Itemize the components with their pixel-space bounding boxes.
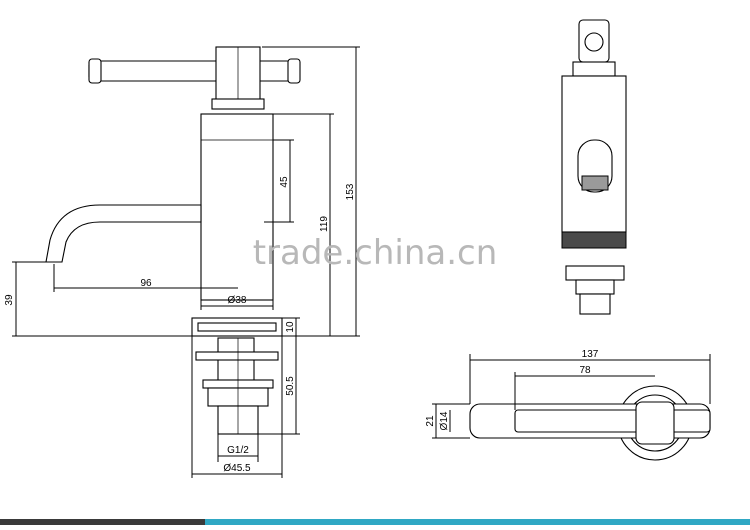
lever-end-right bbox=[287, 58, 301, 84]
tap-body bbox=[200, 113, 274, 301]
side-thread bbox=[579, 293, 611, 315]
top-view: 137 78 21 Ø14 bbox=[425, 349, 711, 461]
footer-bar bbox=[0, 519, 750, 525]
side-hub-hole bbox=[584, 32, 604, 52]
dim-137-label: 137 bbox=[582, 349, 599, 360]
lever-handle bbox=[88, 60, 300, 82]
dim-14-label: Ø14 bbox=[439, 411, 450, 430]
dim-21-label: 21 bbox=[425, 415, 436, 427]
washer-1 bbox=[195, 351, 279, 361]
footer-bar-right bbox=[205, 519, 750, 525]
flange-inner bbox=[197, 322, 277, 332]
top-hub-block bbox=[635, 401, 675, 445]
watermark-text: trade.china.cn bbox=[253, 233, 498, 273]
spout bbox=[45, 204, 202, 263]
dim-153-label: 153 bbox=[345, 183, 356, 200]
lever-end-left bbox=[88, 58, 102, 84]
hub-collar bbox=[211, 98, 265, 110]
side-flange bbox=[565, 265, 625, 281]
dim-g12-label: G1/2 bbox=[227, 445, 249, 456]
dim-455-label: Ø45.5 bbox=[223, 463, 251, 474]
dim-10-label: 10 bbox=[285, 321, 296, 333]
dim-78-label: 78 bbox=[579, 365, 591, 376]
side-nut bbox=[575, 279, 615, 295]
side-band bbox=[561, 231, 627, 249]
side-view bbox=[561, 19, 627, 315]
dim-119-label: 119 bbox=[319, 216, 330, 232]
dim-45-label: 45 bbox=[279, 176, 290, 188]
dim-38-label: Ø38 bbox=[228, 295, 247, 306]
dim-39-label: 39 bbox=[4, 294, 15, 306]
front-view: 153 119 45 39 96 Ø38 10 50.5 bbox=[4, 46, 360, 478]
dim-505-label: 50.5 bbox=[285, 376, 296, 396]
aerator bbox=[581, 175, 609, 191]
dim-96-label: 96 bbox=[140, 278, 152, 289]
top-lever bbox=[514, 409, 711, 433]
footer-bar-left bbox=[0, 519, 205, 525]
side-collar bbox=[572, 61, 616, 77]
